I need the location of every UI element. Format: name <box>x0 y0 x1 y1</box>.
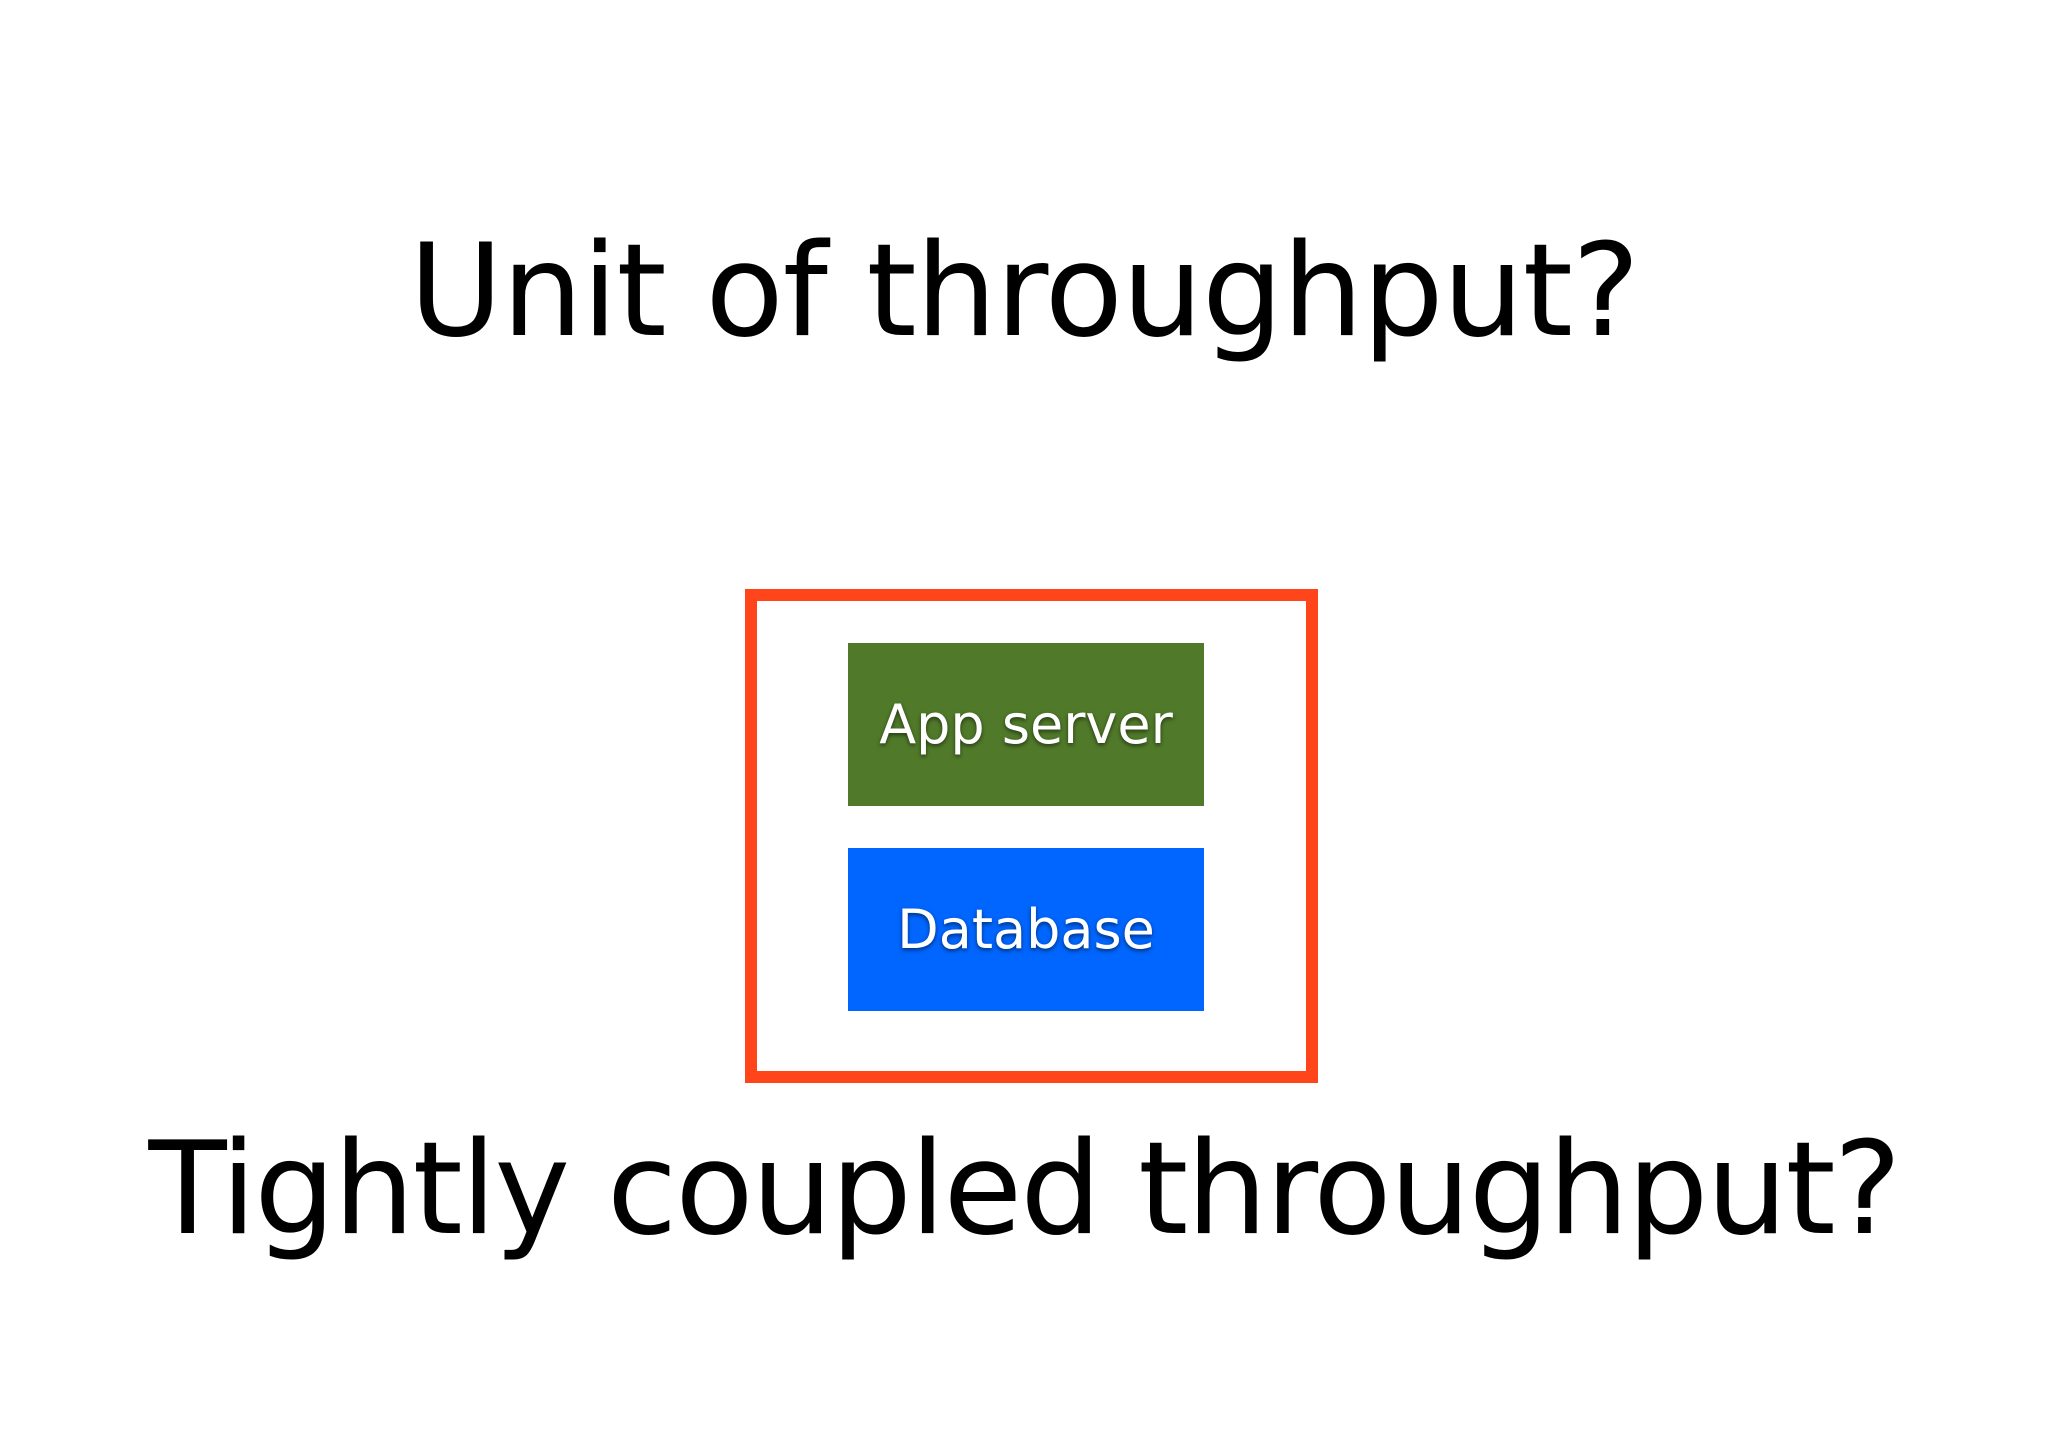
app-server-label: App server <box>879 693 1173 756</box>
database-box: Database <box>848 848 1204 1011</box>
app-server-box: App server <box>848 643 1204 806</box>
slide-title: Unit of throughput? <box>409 217 1640 366</box>
database-label: Database <box>897 898 1155 961</box>
slide-subtitle: Tightly coupled throughput? <box>148 1115 1901 1264</box>
coupled-unit-frame <box>745 589 1318 1083</box>
